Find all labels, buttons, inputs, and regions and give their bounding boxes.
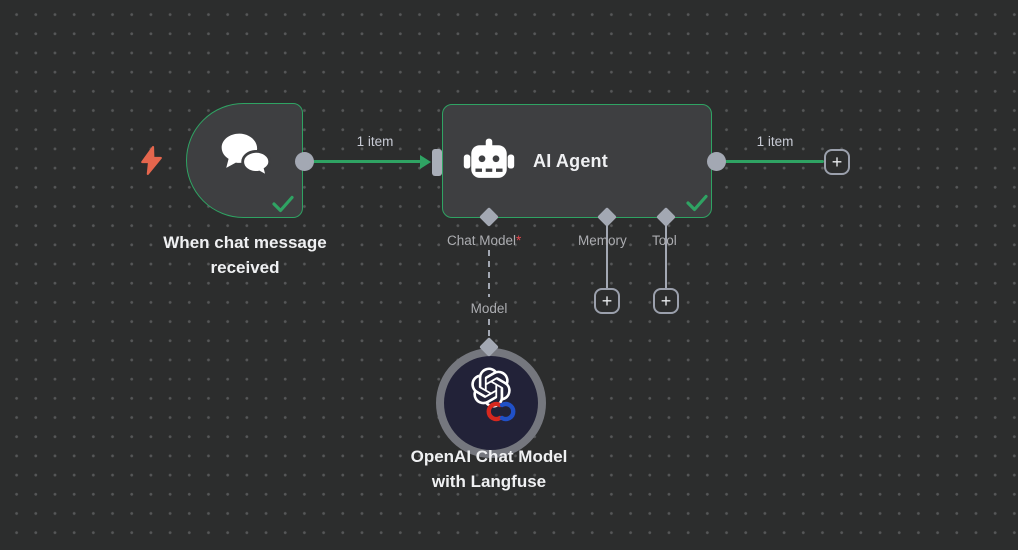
port-label-chat-model: Chat Model* bbox=[447, 233, 522, 248]
edge-chat-model-dashed[interactable] bbox=[488, 319, 490, 342]
port-label-memory: Memory bbox=[578, 233, 627, 248]
node-openai-chat-model[interactable] bbox=[436, 348, 546, 458]
agent-node-title: AI Agent bbox=[533, 150, 608, 171]
checkmark-icon bbox=[271, 194, 295, 219]
port-label-tool: Tool bbox=[652, 233, 677, 248]
model-node-label: OpenAI Chat Model with Langfuse bbox=[410, 447, 568, 491]
chat-bubbles-icon bbox=[215, 128, 275, 189]
add-memory-button[interactable]: + bbox=[594, 288, 620, 314]
add-next-node-button[interactable]: + bbox=[824, 149, 850, 175]
checkmark-icon bbox=[685, 193, 709, 218]
edge-trigger-to-agent[interactable] bbox=[304, 160, 421, 163]
edge-chat-model-dashed[interactable] bbox=[488, 250, 490, 297]
lightning-bolt-icon bbox=[139, 146, 164, 180]
trigger-node-label: When chat message received bbox=[163, 233, 327, 277]
agent-output-connector[interactable] bbox=[707, 152, 726, 171]
edge-arrowhead bbox=[420, 155, 431, 169]
node-when-chat-message-received[interactable] bbox=[186, 103, 303, 218]
edge-item-count-label: 1 item bbox=[356, 134, 394, 149]
trigger-output-connector[interactable] bbox=[295, 152, 314, 171]
edge-model-label: Model bbox=[470, 301, 508, 316]
edge-tool-stub bbox=[665, 224, 667, 289]
agent-input-connector[interactable] bbox=[432, 149, 442, 176]
robot-icon bbox=[461, 134, 517, 195]
edge-agent-output[interactable] bbox=[716, 160, 824, 163]
red-blue-links-icon bbox=[484, 400, 518, 428]
openai-logo-icon bbox=[471, 367, 511, 413]
add-tool-button[interactable]: + bbox=[653, 288, 679, 314]
edge-item-count-label: 1 item bbox=[756, 134, 794, 149]
node-ai-agent[interactable]: AI Agent bbox=[442, 104, 712, 218]
edge-memory-stub bbox=[606, 224, 608, 289]
required-marker: * bbox=[516, 233, 522, 248]
